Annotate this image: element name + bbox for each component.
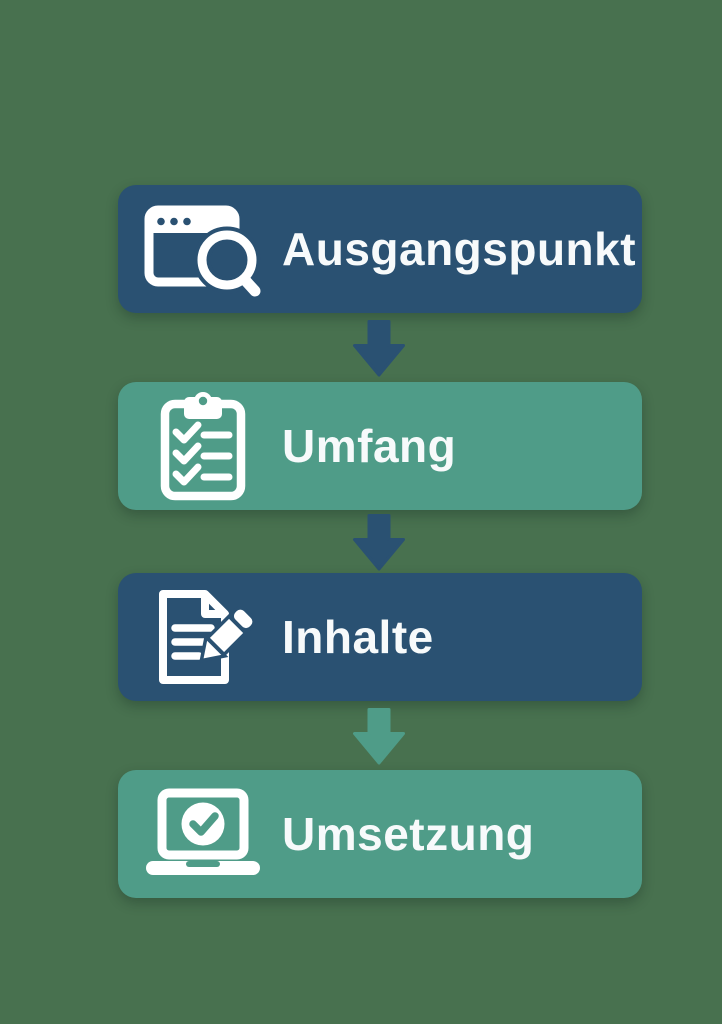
browser-search-icon — [140, 201, 266, 297]
step-umfang: Umfang — [118, 382, 642, 510]
laptop-check-icon — [140, 788, 266, 880]
down-arrow-icon — [352, 514, 406, 571]
step-umsetzung: Umsetzung — [118, 770, 642, 898]
step-label: Inhalte — [282, 611, 434, 663]
step-label: Ausgangspunkt — [282, 223, 637, 275]
down-arrow-icon — [352, 320, 406, 377]
down-arrow-icon — [352, 708, 406, 765]
step-label: Umfang — [282, 420, 457, 472]
clipboard-checklist-icon — [140, 391, 266, 501]
step-label: Umsetzung — [282, 808, 535, 860]
document-edit-icon — [140, 586, 266, 688]
step-inhalte: Inhalte — [118, 573, 642, 701]
step-ausgangspunkt: Ausgangspunkt — [118, 185, 642, 313]
